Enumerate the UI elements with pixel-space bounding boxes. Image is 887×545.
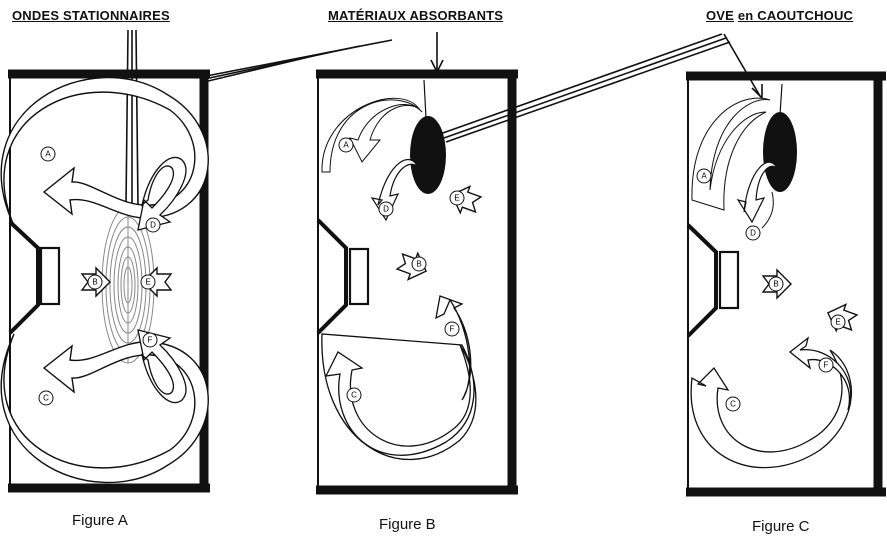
pointer-ovoid-b-1	[439, 33, 723, 135]
pointer-ovoid-b-2	[443, 37, 727, 139]
labels-c	[696, 168, 846, 412]
label-b-e: E	[454, 194, 459, 203]
figure-a: A D B E F C	[0, 69, 210, 493]
figure-c: A D B E F C	[686, 71, 886, 497]
title-rubber-ovoid: OVE en CAOUTCHOUC	[706, 8, 853, 23]
speaker-a-magnet	[39, 246, 61, 306]
label-c-e: E	[835, 318, 840, 327]
label-c-c: C	[730, 400, 736, 409]
title-standing-waves: ONDES STATIONNAIRES	[12, 8, 170, 23]
label-a-f: F	[148, 336, 153, 345]
labels-a	[38, 146, 161, 406]
pointer-absorbing-a-2	[199, 45, 361, 81]
label-b-c: C	[351, 391, 357, 400]
pointer-standing-waves-1	[125, 29, 129, 206]
caption-figure-a: Figure A	[72, 512, 128, 529]
speaker-c-magnet	[718, 250, 740, 310]
label-b-b: B	[416, 260, 421, 269]
label-a-e: E	[145, 278, 150, 287]
label-c-a: A	[701, 172, 707, 181]
pointer-absorbing-a-3	[203, 51, 331, 83]
wave-b-a	[321, 97, 423, 173]
absorbing-ovoid-b	[410, 116, 446, 194]
pointer-standing-waves-3	[135, 29, 139, 206]
title-absorbing-materials: MATÉRIAUX ABSORBANTS	[328, 8, 504, 23]
speaker-b-magnet	[348, 247, 370, 306]
wave-a	[0, 76, 209, 227]
label-b-f: F	[450, 325, 455, 334]
label-a-a: A	[45, 150, 51, 159]
wave-c-d	[736, 161, 779, 224]
wave-c-c	[690, 349, 852, 469]
pointer-ovoid-b-3	[445, 41, 731, 143]
wave-c-f	[788, 336, 852, 411]
wave-b-f	[435, 295, 472, 401]
wave-b-c	[321, 333, 477, 460]
title-rubber-ovoid-prefix: OVE	[706, 8, 735, 23]
absorbing-ovoid-c	[763, 112, 797, 192]
label-b-a: A	[343, 141, 349, 150]
label-b-d: D	[383, 205, 389, 214]
labels-b	[338, 137, 465, 403]
label-c-f: F	[824, 361, 829, 370]
speaker-b-cone	[316, 218, 348, 335]
figure-b: A D B E F C	[316, 69, 518, 495]
label-c-b: B	[773, 280, 778, 289]
caption-figure-b: Figure B	[379, 516, 436, 533]
label-a-c: C	[43, 394, 49, 403]
wave-c-a	[691, 97, 771, 211]
title-rubber-ovoid-suffix: en CAOUTCHOUC	[737, 8, 854, 23]
pointer-ovoid-c	[723, 33, 761, 97]
speaker-a-cone	[8, 220, 40, 335]
label-c-d: D	[750, 229, 756, 238]
caption-figure-c: Figure C	[752, 518, 810, 535]
wave-c	[0, 333, 209, 484]
label-a-d: D	[150, 221, 156, 230]
pointer-lines	[125, 29, 763, 206]
label-a-b: B	[92, 278, 97, 287]
speaker-c-cone	[686, 223, 718, 338]
